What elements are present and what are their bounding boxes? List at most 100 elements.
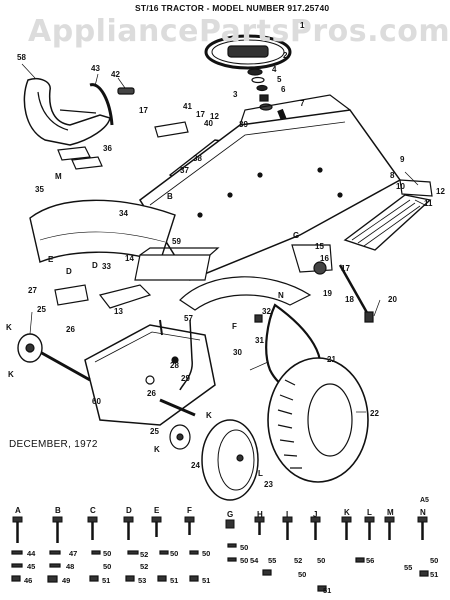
hardware-num: 50 (202, 549, 211, 558)
spring-31 (254, 314, 263, 323)
hardware-num: 50 (298, 570, 307, 579)
callout-20: 20 (388, 295, 397, 304)
callout-6: 6 (281, 85, 286, 94)
callout-K1: K (6, 323, 12, 332)
hardware-num: 51 (102, 576, 111, 585)
callout-29: 29 (181, 374, 190, 383)
callout-K2: K (8, 370, 14, 379)
battery-tray (134, 247, 220, 281)
callout-23: 23 (264, 480, 273, 489)
callout-17b: 17 (196, 110, 205, 119)
hardware-num: 54 (250, 556, 259, 565)
hardware-letter-G: G (227, 510, 234, 519)
callout-G: G (293, 231, 300, 240)
callout-15: 15 (315, 242, 324, 251)
bracket-27 (54, 284, 89, 306)
callout-31: 31 (255, 336, 264, 345)
callout-M: M (55, 172, 62, 181)
hardware-num: 50 (317, 556, 326, 565)
hardware-letter-E: E (154, 506, 160, 515)
callout-9: 9 (400, 155, 405, 164)
callout-25a: 25 (37, 305, 46, 314)
hardware-letter-H: H (257, 510, 263, 519)
pivot-bracket (291, 244, 333, 275)
rear-fender (179, 276, 312, 311)
callout-E: E (48, 255, 54, 264)
hardware-num: 44 (27, 549, 36, 558)
callout-32: 32 (262, 307, 271, 316)
hardware-num: 51 (202, 576, 211, 585)
callout-28: 28 (170, 361, 179, 370)
hardware-letter-K: K (344, 508, 350, 517)
hardware-num: 56 (366, 556, 375, 565)
callout-K4: K (154, 445, 160, 454)
callout-D2: D (92, 261, 98, 270)
callout-13: 13 (114, 307, 123, 316)
hardware-letter-I: I (286, 510, 289, 519)
callout-33: 33 (102, 262, 111, 271)
wheel-rim (201, 419, 259, 501)
transmission (39, 324, 216, 426)
hardware-letter-M: M (387, 508, 394, 517)
callout-39: 39 (239, 120, 248, 129)
callout-24: 24 (191, 461, 200, 470)
drag-link (338, 264, 374, 323)
hardware-bolts (12, 516, 428, 543)
callout-12b: 12 (436, 187, 445, 196)
callout-59: 59 (172, 237, 181, 246)
diagram-date: DECEMBER, 1972 (9, 439, 98, 450)
hardware-num: 46 (24, 576, 33, 585)
diagram-title: ST/16 TRACTOR - MODEL NUMBER 917.25740 (135, 3, 330, 13)
callout-N: N (278, 291, 284, 300)
hardware-num: 50 (430, 556, 439, 565)
callout-37: 37 (180, 166, 189, 175)
callout-42: 42 (111, 70, 120, 79)
callout-36: 36 (103, 144, 112, 153)
left-hub (17, 333, 43, 363)
callout-41: 41 (183, 102, 192, 111)
callout-38: 38 (193, 154, 202, 163)
hardware-num: 50 (170, 549, 179, 558)
hardware-num: 52 (140, 550, 149, 559)
hardware-num: 49 (62, 576, 71, 585)
hardware-letter-N: N (420, 508, 426, 517)
hardware-letter-L: L (367, 508, 372, 517)
hardware-num: 55 (404, 563, 413, 572)
callout-35: 35 (35, 185, 44, 194)
callout-10: 10 (396, 182, 405, 191)
callout-34: 34 (119, 209, 128, 218)
callout-40: 40 (204, 119, 213, 128)
hardware-letter-A: A (15, 506, 21, 515)
hardware-letter-C: C (90, 506, 96, 515)
bracket-13 (98, 284, 152, 309)
hardware-num: 52 (294, 556, 303, 565)
hardware-num: 50 (103, 549, 112, 558)
callout-3: 3 (233, 90, 238, 99)
callout-7: 7 (300, 99, 305, 108)
callout-12a: 12 (210, 112, 219, 121)
callout-2: 2 (283, 51, 288, 60)
callout-19: 19 (323, 289, 332, 298)
hardware-num: 50 (240, 556, 249, 565)
callout-F: F (232, 322, 237, 331)
hardware-num: 53 (138, 576, 147, 585)
callout-5: 5 (277, 75, 282, 84)
callout-L: L (258, 469, 263, 478)
hardware-num: 55 (268, 556, 277, 565)
hardware-num: 50 (240, 543, 249, 552)
callout-43: 43 (91, 64, 100, 73)
hardware-letter-D: D (126, 506, 132, 515)
callout-21: 21 (327, 355, 336, 364)
callout-14: 14 (125, 254, 134, 263)
hardware-num: 51 (430, 570, 439, 579)
hardware-letter-F: F (187, 506, 192, 515)
callout-58: 58 (17, 53, 26, 62)
seat-spring (89, 83, 135, 126)
shift-rod (159, 319, 193, 391)
callout-D1: D (66, 267, 72, 276)
callout-22: 22 (370, 409, 379, 418)
callout-26a: 26 (66, 325, 75, 334)
callout-1: 1 (300, 21, 305, 30)
hardware-num: 47 (69, 549, 78, 558)
